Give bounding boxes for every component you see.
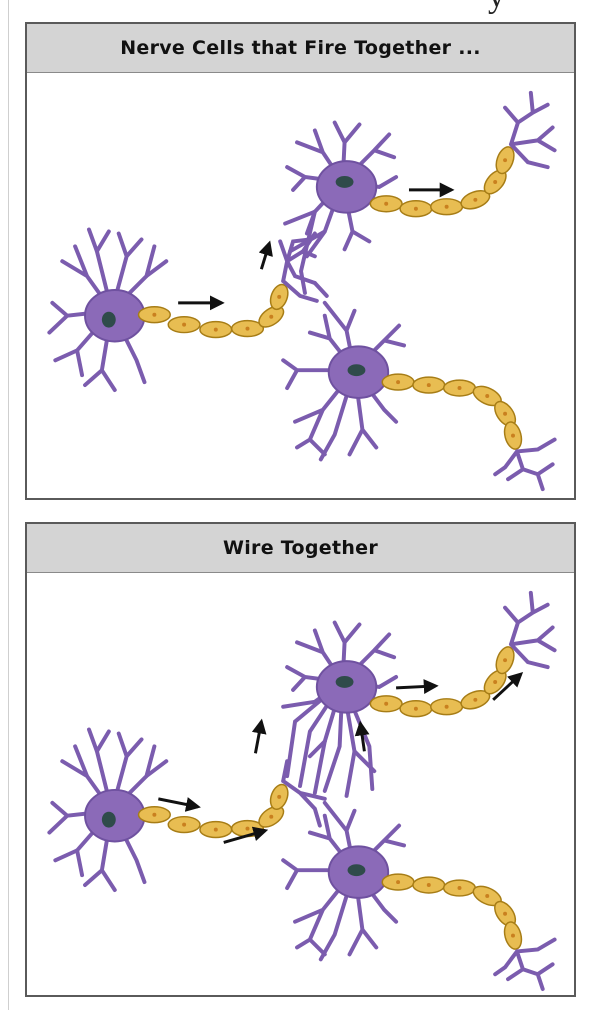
neurons-fire-together-diagram — [27, 73, 574, 498]
panel-illustration — [27, 73, 574, 498]
panel-illustration — [27, 573, 574, 995]
page-edge-line — [8, 0, 9, 1010]
signal-arrow-icon — [158, 799, 198, 807]
neurons-wire-together-diagram — [27, 573, 574, 995]
signal-arrow-icon — [261, 243, 269, 269]
signal-arrow-icon — [360, 724, 364, 752]
axon-bottom — [382, 874, 524, 951]
axon-terminal-bottom — [495, 940, 554, 990]
axon-bottom — [382, 374, 524, 451]
cropped-top-text: y — [488, 0, 505, 16]
panel-wire-together: Wire Together — [25, 522, 576, 997]
panel-fire-together: Nerve Cells that Fire Together ... — [25, 22, 576, 500]
panel-title: Nerve Cells that Fire Together ... — [27, 24, 574, 73]
signal-arrow-icon — [255, 722, 261, 754]
axon-terminal-bottom — [495, 440, 554, 490]
panel-title: Wire Together — [27, 524, 574, 573]
signal-arrow-icon — [396, 686, 436, 688]
